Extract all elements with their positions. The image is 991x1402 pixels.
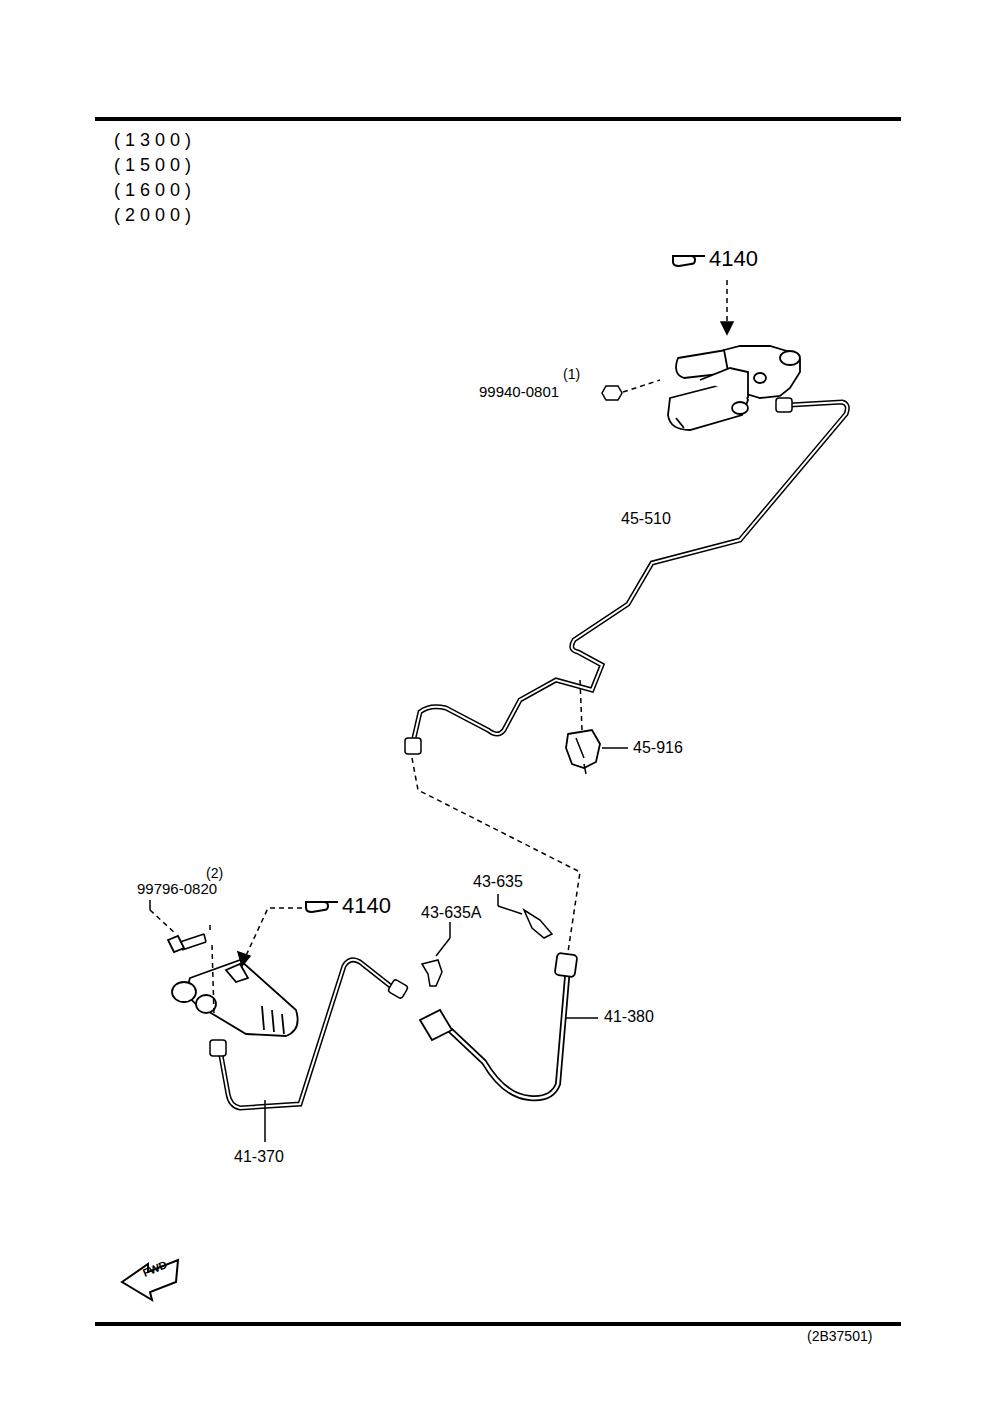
model-code: (1500) <box>113 156 197 176</box>
part-number: 99940-0801 <box>478 384 560 401</box>
part-number: 99796-0820 <box>136 881 218 898</box>
model-code: (1300) <box>113 131 197 151</box>
model-code: (1600) <box>113 181 197 201</box>
model-code: (2000) <box>113 206 197 226</box>
reference-number: 4140 <box>708 247 759 271</box>
part-number: 45-916 <box>632 739 684 757</box>
quantity-note: (1) <box>562 367 581 382</box>
part-number: 43-635 <box>472 873 524 891</box>
part-number: 43-635A <box>420 904 483 922</box>
part-number: 41-370 <box>233 1148 285 1166</box>
figure-code: (2B37501) <box>806 1329 873 1344</box>
quantity-note: (2) <box>205 866 224 881</box>
part-number: 41-380 <box>603 1008 655 1026</box>
reference-number: 4140 <box>341 894 392 918</box>
part-number: 45-510 <box>620 510 672 528</box>
